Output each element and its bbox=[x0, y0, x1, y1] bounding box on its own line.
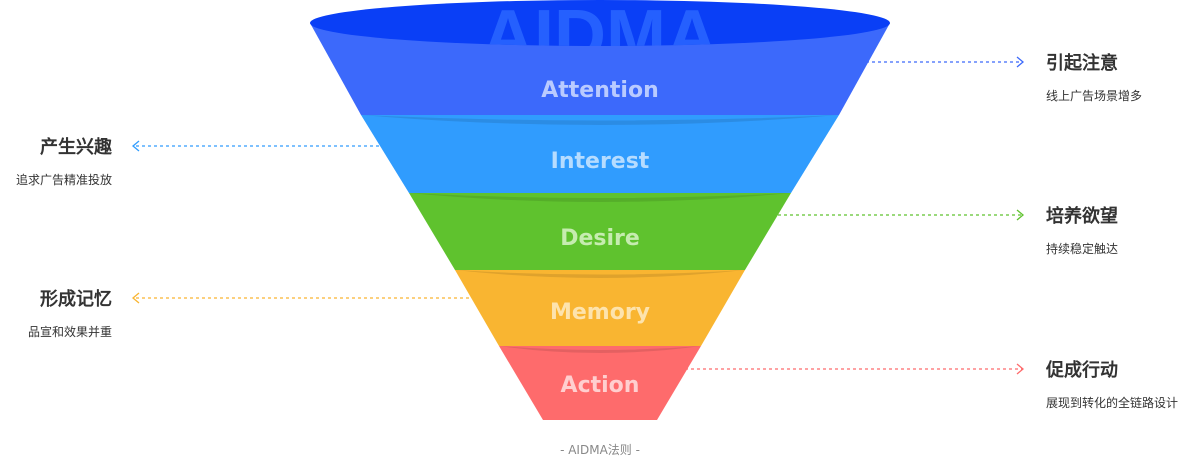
annotation-title: 引起注意 bbox=[1046, 53, 1118, 74]
annotation-description: 展现到转化的全链路设计 bbox=[1046, 396, 1179, 410]
stage-label-attention: Attention bbox=[541, 78, 658, 103]
stage-divider-shade bbox=[455, 270, 745, 278]
funnel-rim bbox=[310, 0, 890, 46]
annotation-description: 持续稳定触达 bbox=[1046, 242, 1119, 256]
chevron-right-icon bbox=[1016, 209, 1025, 221]
stage-label-memory: Memory bbox=[550, 300, 650, 325]
chevron-left-icon bbox=[131, 140, 140, 152]
annotation-description: 追求广告精准投放 bbox=[15, 173, 112, 187]
stage-divider-shade bbox=[409, 193, 791, 202]
annotation-title: 形成记忆 bbox=[40, 289, 112, 310]
annotation-memory: 形成记忆 品宣和效果并重 bbox=[28, 289, 112, 340]
stage-label-interest: Interest bbox=[551, 149, 650, 174]
stage-label-action: Action bbox=[561, 373, 640, 398]
annotation-title: 促成行动 bbox=[1046, 360, 1118, 381]
annotation-attention: 引起注意 线上广告场景增多 bbox=[1046, 53, 1142, 104]
funnel-stage-desire bbox=[409, 193, 791, 270]
diagram-caption: - AIDMA法则 - bbox=[560, 443, 640, 457]
chevron-left-icon bbox=[131, 292, 140, 304]
annotation-description: 品宣和效果并重 bbox=[27, 325, 112, 339]
funnel-stage-attention bbox=[310, 23, 890, 115]
funnel-stage-memory bbox=[455, 270, 745, 346]
stage-divider-shade bbox=[499, 346, 701, 353]
chevron-right-icon bbox=[1016, 363, 1025, 375]
stage-divider-shade bbox=[361, 115, 839, 125]
chevron-right-icon bbox=[1016, 56, 1025, 68]
annotation-description: 线上广告场景增多 bbox=[1046, 89, 1143, 103]
annotation-title: 产生兴趣 bbox=[40, 137, 112, 158]
funnel-stage-interest bbox=[361, 115, 839, 193]
annotation-action: 促成行动 展现到转化的全链路设计 bbox=[1046, 360, 1178, 411]
annotation-title: 培养欲望 bbox=[1046, 206, 1118, 227]
annotation-interest: 产生兴趣 追求广告精准投放 bbox=[16, 137, 112, 188]
funnel-stage-action bbox=[499, 346, 701, 420]
watermark-text: AIDMA bbox=[482, 0, 718, 76]
annotation-desire: 培养欲望 持续稳定触达 bbox=[1046, 206, 1118, 257]
stage-label-desire: Desire bbox=[560, 226, 640, 251]
